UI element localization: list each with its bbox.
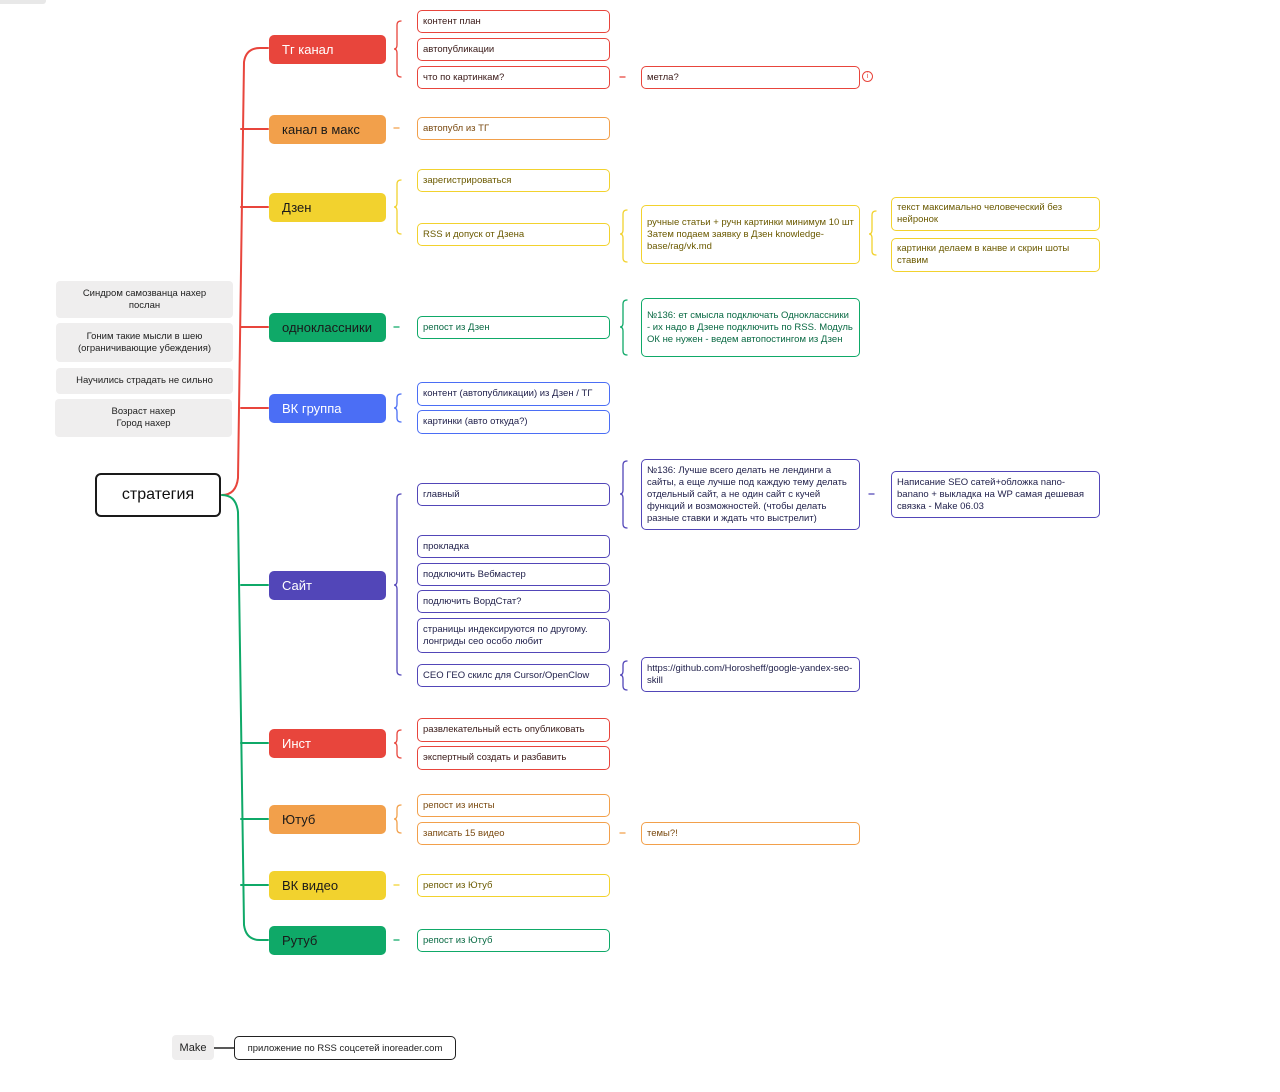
branch-youtube[interactable]: Ютуб: [269, 805, 386, 834]
leaf-ok-note[interactable]: №136: ет смысла подключать Одноклассники…: [641, 298, 860, 357]
brace-sitenote: [619, 460, 628, 529]
brace-inst: [393, 729, 402, 759]
brace-human: [868, 210, 877, 256]
branch-odnoklassniki[interactable]: одноклассники: [269, 313, 386, 342]
leaf-pictures-question[interactable]: что по картинкам?: [417, 66, 610, 89]
leaf-repost-youtube-rutube[interactable]: репост из Ютуб: [417, 929, 610, 952]
leaf-topics[interactable]: темы?!: [641, 822, 860, 845]
side-note-4[interactable]: Возраст нахер Город нахер: [55, 399, 232, 437]
leaf-seo-articles[interactable]: Написание SEO сатей+обложка nano-banano …: [891, 471, 1100, 518]
leaf-content-plan[interactable]: контент план: [417, 10, 610, 33]
make-node[interactable]: Make: [172, 1035, 214, 1060]
trunk-red: [221, 47, 269, 496]
branch-dzen[interactable]: Дзен: [269, 193, 386, 222]
leaf-github-link[interactable]: https://github.com/Horosheff/google-yand…: [641, 657, 860, 692]
brace-youtube: [393, 804, 402, 834]
leaf-proxy-site[interactable]: прокладка: [417, 535, 610, 558]
leaf-vk-pictures[interactable]: картинки (авто откуда?): [417, 410, 610, 434]
branch-max-channel[interactable]: канал в макс: [269, 115, 386, 144]
info-badge-icon[interactable]: i: [862, 71, 873, 82]
brace-vk: [393, 393, 402, 423]
leaf-broom[interactable]: метла?: [641, 66, 860, 89]
leaf-autopub-from-tg[interactable]: автопубл из ТГ: [417, 117, 610, 140]
leaf-expert[interactable]: экспертный создать и разбавить: [417, 746, 610, 770]
leaf-webmaster[interactable]: подключить Вебмастер: [417, 563, 610, 586]
leaf-autopublications[interactable]: автопубликации: [417, 38, 610, 61]
brace-manual: [619, 209, 628, 263]
leaf-repost-youtube-vk[interactable]: репост из Ютуб: [417, 874, 610, 897]
leaf-manual-articles[interactable]: ручные статьи + ручн картинки минимум 10…: [641, 205, 860, 264]
brace-site: [393, 493, 402, 676]
branch-site[interactable]: Сайт: [269, 571, 386, 600]
trunk-green: [221, 494, 269, 941]
leaf-register[interactable]: зарегистрироваться: [417, 169, 610, 192]
top-edge-bar: [0, 0, 46, 4]
leaf-rss-dzen[interactable]: RSS и допуск от Дзена: [417, 223, 610, 246]
leaf-main-site[interactable]: главный: [417, 483, 610, 506]
branch-vk-video[interactable]: ВК видео: [269, 871, 386, 900]
side-note-2[interactable]: Гоним такие мысли в шею (ограничивающие …: [56, 323, 233, 362]
branch-inst[interactable]: Инст: [269, 729, 386, 758]
leaf-vk-content[interactable]: контент (автопубликации) из Дзен / ТГ: [417, 382, 610, 406]
leaf-site-note[interactable]: №136: Лучше всего делать не лендинги а с…: [641, 459, 860, 530]
leaf-seo-geo-skills[interactable]: СЕО ГЕО скилс для Cursor/OpenClow: [417, 664, 610, 687]
leaf-record-15-videos[interactable]: записать 15 видео: [417, 822, 610, 845]
leaf-human-text[interactable]: текст максимально человеческий без нейро…: [891, 197, 1100, 231]
branch-tg-channel[interactable]: Тг канал: [269, 35, 386, 64]
brace-dzen: [393, 179, 402, 235]
brace-oknote: [619, 299, 628, 356]
brace-tg: [393, 20, 402, 78]
root-node[interactable]: стратегия: [95, 473, 221, 517]
leaf-entertainment[interactable]: развлекательный есть опубликовать: [417, 718, 610, 742]
branch-rutube[interactable]: Рутуб: [269, 926, 386, 955]
leaf-canva-pictures[interactable]: картинки делаем в канве и скрин шоты ста…: [891, 238, 1100, 272]
rss-app-node[interactable]: приложение по RSS соцсетей inoreader.com: [234, 1036, 456, 1060]
branch-vk-group[interactable]: ВК группа: [269, 394, 386, 423]
side-note-3[interactable]: Научились страдать не сильно: [56, 368, 233, 394]
leaf-repost-from-dzen[interactable]: репост из Дзен: [417, 316, 610, 339]
leaf-wordstat[interactable]: подлючить ВордСтат?: [417, 590, 610, 613]
leaf-repost-from-insta[interactable]: репост из инсты: [417, 794, 610, 817]
brace-github: [619, 660, 628, 691]
side-note-1[interactable]: Синдром самозванца нахер послан: [56, 281, 233, 318]
leaf-indexing[interactable]: страницы индексируются по другому. лонгр…: [417, 618, 610, 653]
